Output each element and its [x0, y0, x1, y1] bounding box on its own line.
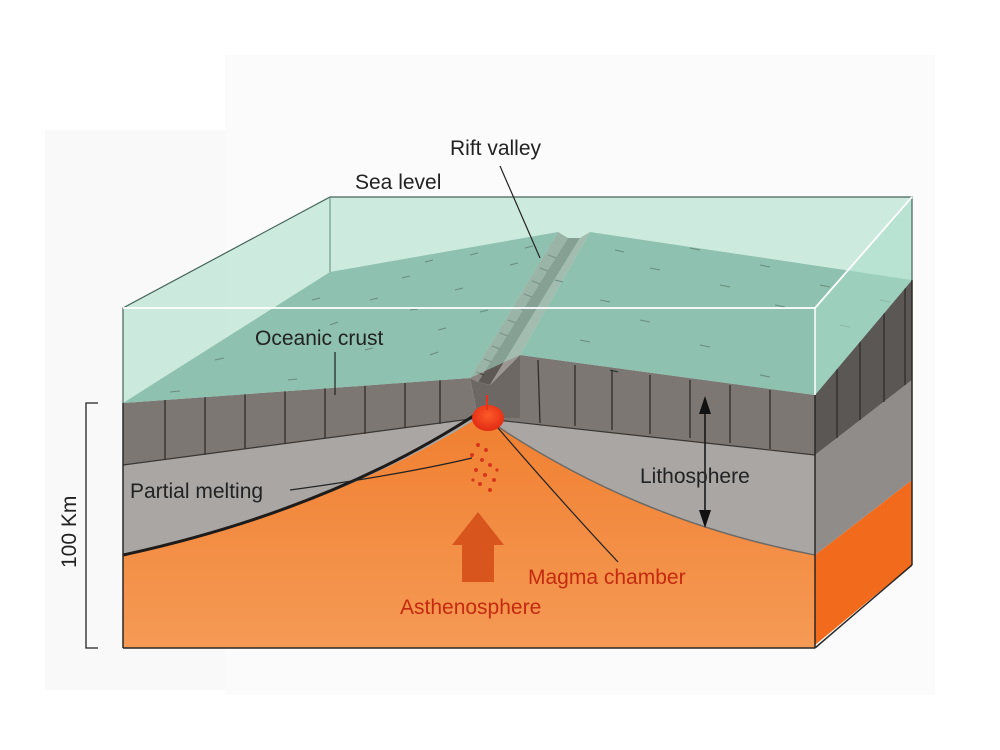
- crust-block-joints: [164, 359, 771, 460]
- oceanic-crust-label: Oceanic crust: [255, 327, 384, 350]
- side-face-lithosphere: [815, 380, 912, 555]
- ocean-water-top: [123, 197, 912, 308]
- crust-base-line: [477, 417, 816, 456]
- lithosphere-base-left: [122, 411, 479, 557]
- partial-melting-leader: [289, 457, 473, 491]
- ocean-water-side: [815, 197, 912, 395]
- lithosphere-label: Lithosphere: [640, 465, 750, 488]
- side-face-asthenosphere: [815, 480, 912, 645]
- lithosphere-thickness-arrow: [699, 396, 711, 528]
- side-face-crust-joints: [836, 288, 906, 438]
- side-face-crust: [815, 280, 912, 455]
- partial-melt-droplets: [470, 443, 499, 492]
- rift-valley-label: Rift valley: [450, 137, 542, 160]
- lithosphere-base-right: [477, 412, 816, 556]
- rift-valley-front: [470, 355, 520, 418]
- block-outline: [122, 280, 913, 649]
- ocean-water-front: [123, 308, 815, 403]
- magma-chamber: [472, 405, 504, 431]
- lithosphere-left: [123, 418, 478, 555]
- magma-chamber-label: Magma chamber: [528, 566, 686, 589]
- oceanic-crust-left: [123, 378, 478, 465]
- depth-scale-label: 100 Km: [58, 496, 81, 568]
- sea-level-label: Sea level: [355, 171, 441, 194]
- rift-valley-leader: [499, 165, 541, 259]
- asthenosphere-label: Asthenosphere: [400, 596, 541, 619]
- lithosphere-right: [478, 413, 815, 555]
- partial-melting-label: Partial melting: [130, 480, 263, 503]
- oceanic-crust-right: [478, 355, 815, 455]
- depth-scale-bracket: [85, 402, 98, 649]
- water-box-outline: [122, 196, 913, 403]
- magma-chamber-leader: [497, 427, 619, 563]
- upwelling-arrow: [452, 512, 504, 582]
- crust-base-line: [122, 417, 479, 466]
